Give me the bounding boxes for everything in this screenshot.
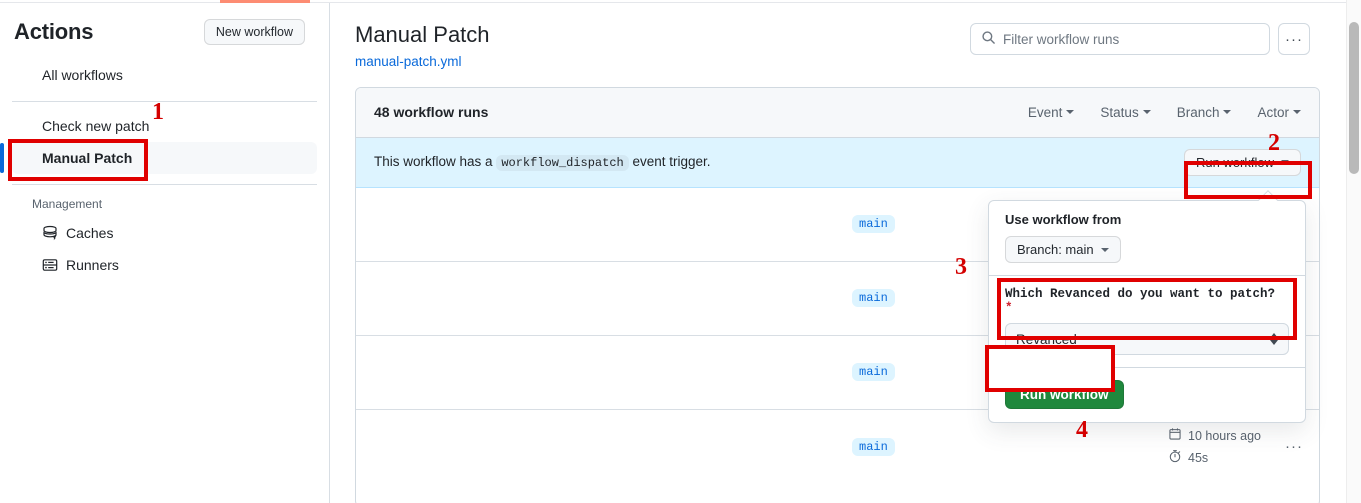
sidebar-divider-1 (12, 101, 317, 102)
sidebar-item-label: Caches (66, 225, 114, 241)
stopwatch-icon (1168, 449, 1182, 466)
filter-actor[interactable]: Actor (1257, 105, 1301, 120)
window-scrollbar-track[interactable] (1346, 0, 1361, 503)
cache-icon (42, 225, 58, 241)
filter-label: Status (1100, 104, 1139, 120)
sidebar-item-all-workflows[interactable]: All workflows (12, 59, 317, 91)
chevron-down-icon (1066, 110, 1075, 114)
required-marker: * (1005, 301, 1013, 315)
workflow-heading-block: Manual Patch manual-patch.yml (355, 21, 490, 69)
table-row[interactable]: main (356, 262, 1319, 336)
actions-sidebar: Actions New workflow All workflows Check… (0, 3, 330, 503)
run-workflow-dropdown-button[interactable]: Run workflow (1183, 148, 1301, 176)
run-timestamp: 10 hours ago (1168, 427, 1261, 444)
popover-footer: Run workflow (989, 368, 1305, 422)
filter-label: Event (1027, 104, 1063, 120)
workflow-title: Manual Patch (355, 22, 490, 47)
dispatch-event-code: workflow_dispatch (496, 155, 629, 171)
page-title: Actions (14, 19, 94, 44)
filter-event[interactable]: Event (1028, 105, 1075, 120)
search-icon (981, 30, 996, 48)
workflow-file-link[interactable]: manual-patch.yml (355, 53, 462, 69)
timestamp-text: 10 hours ago (1188, 428, 1261, 443)
sidebar-section-management: Management (32, 197, 103, 211)
sidebar-item-label: Check new patch (42, 118, 150, 134)
sidebar-item-check-new-patch[interactable]: Check new patch (12, 110, 317, 142)
branch-select-label: Branch: main (1017, 242, 1094, 257)
runs-count-label: 48 workflow runs (374, 104, 489, 120)
main-header: Manual Patch manual-patch.yml ··· (331, 3, 1340, 69)
filter-label: Branch (1176, 104, 1220, 120)
branch-badge: main (852, 289, 895, 307)
chevron-down-icon (1293, 110, 1301, 114)
search-box[interactable] (970, 23, 1270, 55)
run-workflow-button-label: Run workflow (1195, 154, 1274, 170)
sidebar-item-label: Runners (66, 257, 119, 273)
annotation-number-4: 4 (1076, 417, 1088, 443)
sidebar-divider-2 (12, 184, 317, 185)
kebab-icon: ··· (1285, 30, 1303, 48)
chevron-down-icon (1281, 160, 1289, 164)
sidebar-header: Actions New workflow (0, 3, 329, 59)
run-meta: 10 hours ago 45s (1168, 427, 1261, 466)
search-input[interactable] (1003, 31, 1259, 47)
annotation-number-1: 1 (152, 99, 164, 125)
calendar-icon (1168, 427, 1182, 444)
dispatch-text-after: event trigger. (632, 154, 711, 169)
run-duration: 45s (1168, 449, 1208, 466)
workflow-input-label: Which Revanced do you want to patch? * (1005, 287, 1289, 315)
sidebar-item-runners[interactable]: Runners (12, 249, 317, 281)
table-row[interactable]: main (356, 188, 1319, 262)
run-workflow-popover: Use workflow from Branch: main Which Rev… (988, 190, 1306, 423)
filter-label: Actor (1257, 104, 1289, 120)
filter-bar: Event Status Branch Actor (1028, 105, 1301, 120)
runs-panel-header: 48 workflow runs Event Status Branch (356, 87, 1319, 138)
chevron-down-icon (1142, 110, 1151, 114)
row-more-options-button[interactable]: ··· (1285, 438, 1303, 455)
more-options-button[interactable]: ··· (1278, 23, 1310, 55)
active-tab-underline (220, 0, 310, 3)
annotation-number-2: 2 (1268, 130, 1280, 156)
dispatch-banner-text: This workflow has a workflow_dispatch ev… (374, 154, 711, 171)
branch-badge: main (852, 437, 895, 456)
revanced-select-value: Revanced (1016, 331, 1077, 347)
filter-branch[interactable]: Branch (1177, 105, 1232, 120)
branch-badge: main (852, 363, 895, 381)
sidebar-item-label: Manual Patch (42, 150, 133, 166)
branch-select-button[interactable]: Branch: main (1005, 236, 1121, 263)
chevron-down-icon (1223, 110, 1232, 114)
annotation-number-3: 3 (955, 254, 967, 280)
chevron-down-icon (1100, 247, 1109, 252)
branch-badge: main (852, 215, 895, 233)
select-arrows-icon (1270, 333, 1278, 345)
top-divider (0, 2, 1361, 3)
revanced-select[interactable]: Revanced (1005, 323, 1289, 355)
sidebar-item-manual-patch[interactable]: Manual Patch (0, 142, 317, 174)
input-label-text: Which Revanced do you want to patch? (1005, 287, 1276, 301)
filter-status[interactable]: Status (1100, 104, 1151, 120)
use-workflow-from-label: Use workflow from (1005, 212, 1122, 227)
workflow-dispatch-banner: This workflow has a workflow_dispatch ev… (356, 137, 1319, 188)
header-actions: ··· (970, 23, 1310, 55)
workflow-input-section: Which Revanced do you want to patch? * R… (989, 276, 1305, 368)
duration-text: 45s (1188, 450, 1209, 465)
dispatch-text-before: This workflow has a (374, 154, 493, 169)
window-scrollbar-thumb[interactable] (1349, 22, 1359, 174)
table-row[interactable]: main 10 hours ago (356, 410, 1319, 484)
submit-run-workflow-button[interactable]: Run workflow (1005, 380, 1124, 409)
runners-icon (42, 257, 58, 273)
use-workflow-from-section: Use workflow from Branch: main (989, 201, 1305, 276)
sidebar-item-caches[interactable]: Caches (12, 217, 317, 249)
new-workflow-button[interactable]: New workflow (203, 19, 305, 45)
sidebar-item-label: All workflows (42, 67, 123, 83)
